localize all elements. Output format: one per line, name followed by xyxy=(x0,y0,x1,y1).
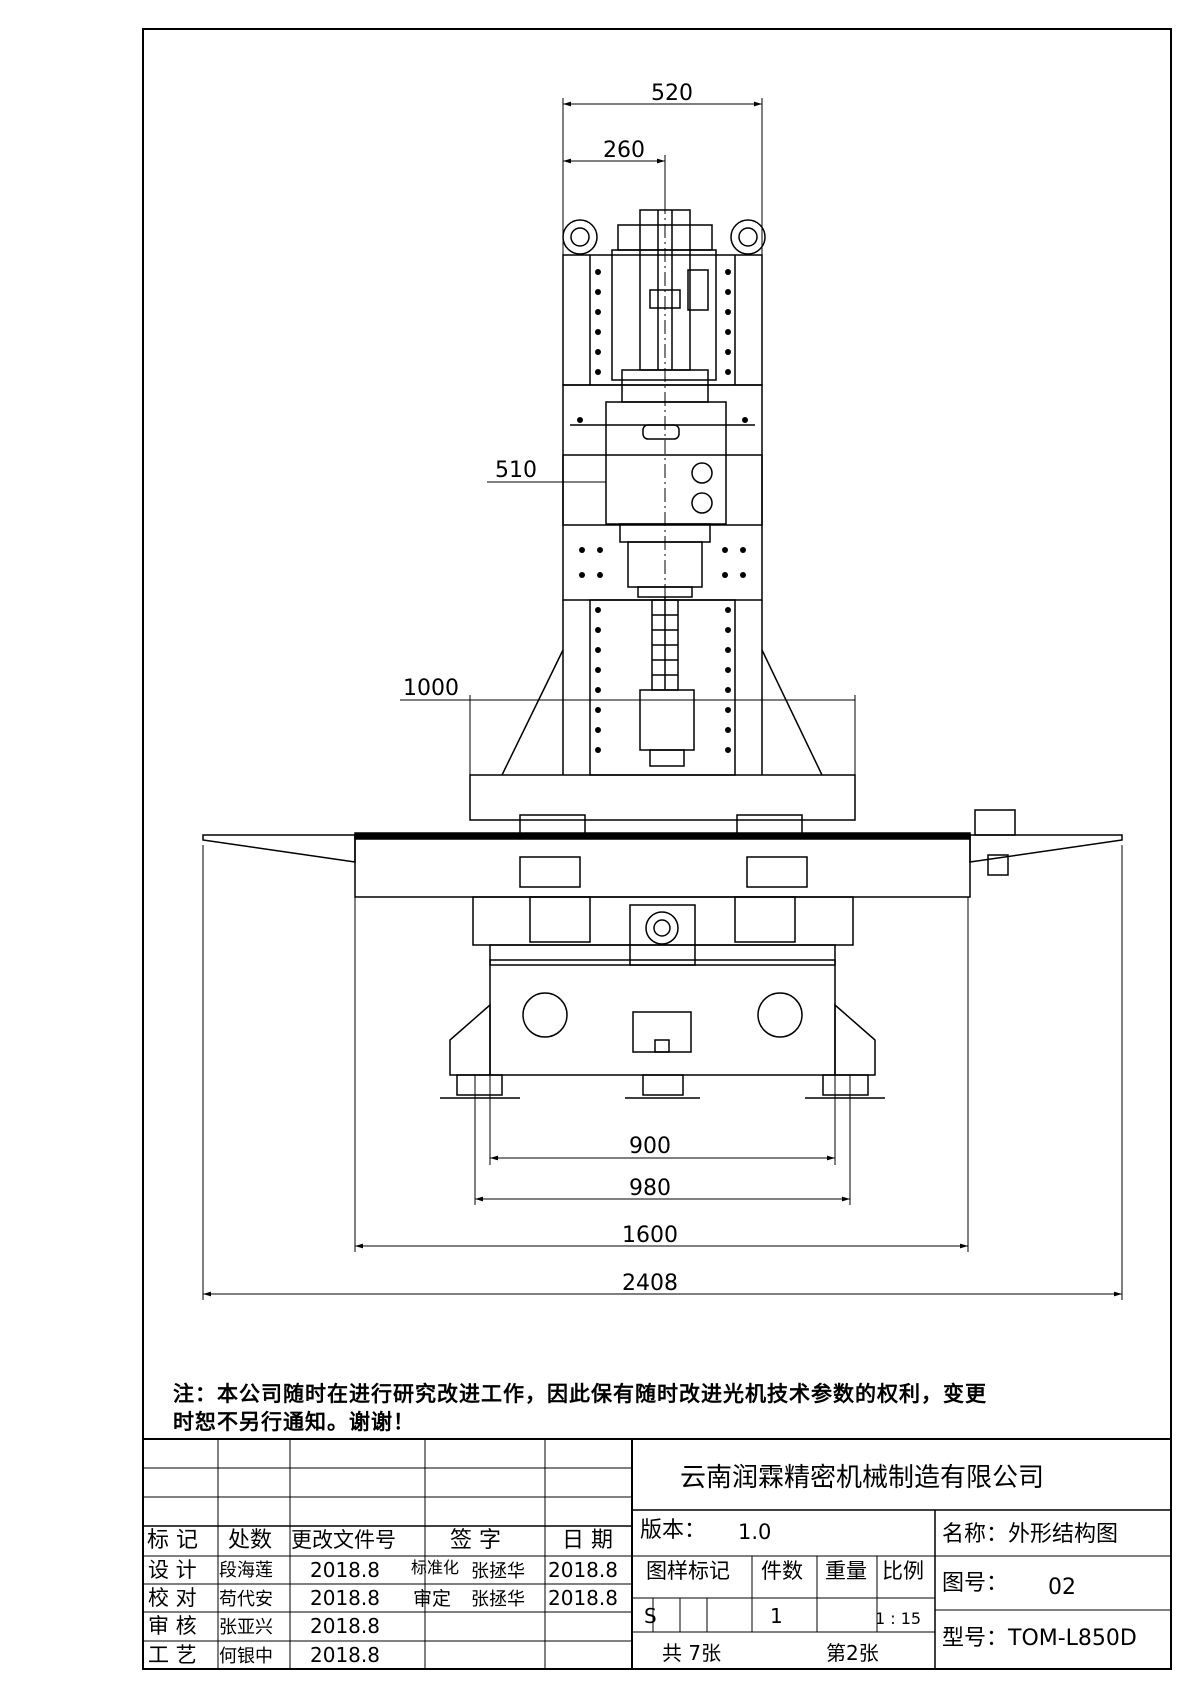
machine-front-view xyxy=(202,200,1123,1099)
header-signature: 签 字 xyxy=(450,1528,501,1553)
col-weight: 重量 xyxy=(825,1559,867,1583)
version-value: 1.0 xyxy=(738,1520,771,1544)
company-name: 云南润霖精密机械制造有限公司 xyxy=(680,1463,1044,1493)
disclaimer-note: 注：本公司随时在进行研究改进工作，因此保有随时改进光机技术参数的权利，变更 时恕… xyxy=(173,1380,1173,1436)
version-label: 版本： xyxy=(640,1518,706,1543)
dim-980: 980 xyxy=(629,1176,671,1201)
dim-1000: 1000 xyxy=(403,676,459,701)
col-qty: 件数 xyxy=(761,1559,803,1583)
col-mark: 图样标记 xyxy=(646,1559,730,1583)
approval-name: 张拯华 xyxy=(471,1589,525,1610)
disclaimer-line-1: 注：本公司随时在进行研究改进工作，因此保有随时改进光机技术参数的权利，变更 xyxy=(173,1382,987,1406)
dim-900: 900 xyxy=(629,1134,671,1159)
header-location: 处数 xyxy=(228,1528,272,1553)
row-process-name: 何银中 xyxy=(219,1646,273,1667)
row-check-date: 2018.8 xyxy=(310,1586,380,1610)
drawing-number-label: 图号： xyxy=(942,1571,1008,1596)
row-process-date: 2018.8 xyxy=(310,1643,380,1667)
sheet-number: 第2张 xyxy=(826,1641,879,1665)
title-block-text: 云南润霖精密机械制造有限公司 标 记 处数 更改文件号 签 字 日 期 设 计 … xyxy=(147,1463,1137,1667)
standardization-date: 2018.8 xyxy=(548,1558,618,1582)
drawing-name: 名称：外形结构图 xyxy=(942,1522,1118,1547)
row-check-name: 苟代安 xyxy=(219,1589,273,1610)
row-review-name: 张亚兴 xyxy=(219,1617,273,1638)
dimension-labels: 520 260 510 1000 900 980 1600 2408 xyxy=(403,81,693,1296)
row-check-role: 校 对 xyxy=(148,1586,197,1610)
dim-2408: 2408 xyxy=(622,1271,678,1296)
dim-260: 260 xyxy=(603,138,645,163)
header-date: 日 期 xyxy=(562,1528,613,1553)
col-scale: 比例 xyxy=(882,1559,924,1583)
row-design-name: 段海莲 xyxy=(219,1560,273,1581)
header-change-doc: 更改文件号 xyxy=(291,1528,396,1552)
standardization-label: 标准化 xyxy=(411,1558,459,1577)
disclaimer-line-2: 时恕不另行通知。谢谢！ xyxy=(173,1410,415,1434)
row-review-date: 2018.8 xyxy=(310,1614,380,1638)
approval-date: 2018.8 xyxy=(548,1586,618,1610)
val-qty: 1 xyxy=(770,1604,783,1628)
standardization-name: 张拯华 xyxy=(471,1561,525,1582)
row-process-role: 工 艺 xyxy=(148,1643,197,1667)
drawing-number-value: 02 xyxy=(1048,1575,1076,1600)
model-label: 型号：TOM-L850D xyxy=(942,1626,1137,1651)
dimension-lines xyxy=(202,98,1123,1300)
row-design-date: 2018.8 xyxy=(310,1558,380,1582)
header-mark: 标 记 xyxy=(147,1528,198,1553)
approval-label: 审定 xyxy=(413,1588,451,1610)
dim-520: 520 xyxy=(651,81,693,106)
row-design-role: 设 计 xyxy=(148,1558,197,1582)
title-block-grid xyxy=(142,1438,1172,1670)
val-mark: S xyxy=(644,1604,657,1628)
row-review-role: 审 核 xyxy=(148,1614,197,1638)
total-sheets: 共 7张 xyxy=(662,1641,721,1665)
val-scale: 1 : 15 xyxy=(875,1609,921,1628)
dim-510: 510 xyxy=(495,458,537,483)
dim-1600: 1600 xyxy=(622,1223,678,1248)
